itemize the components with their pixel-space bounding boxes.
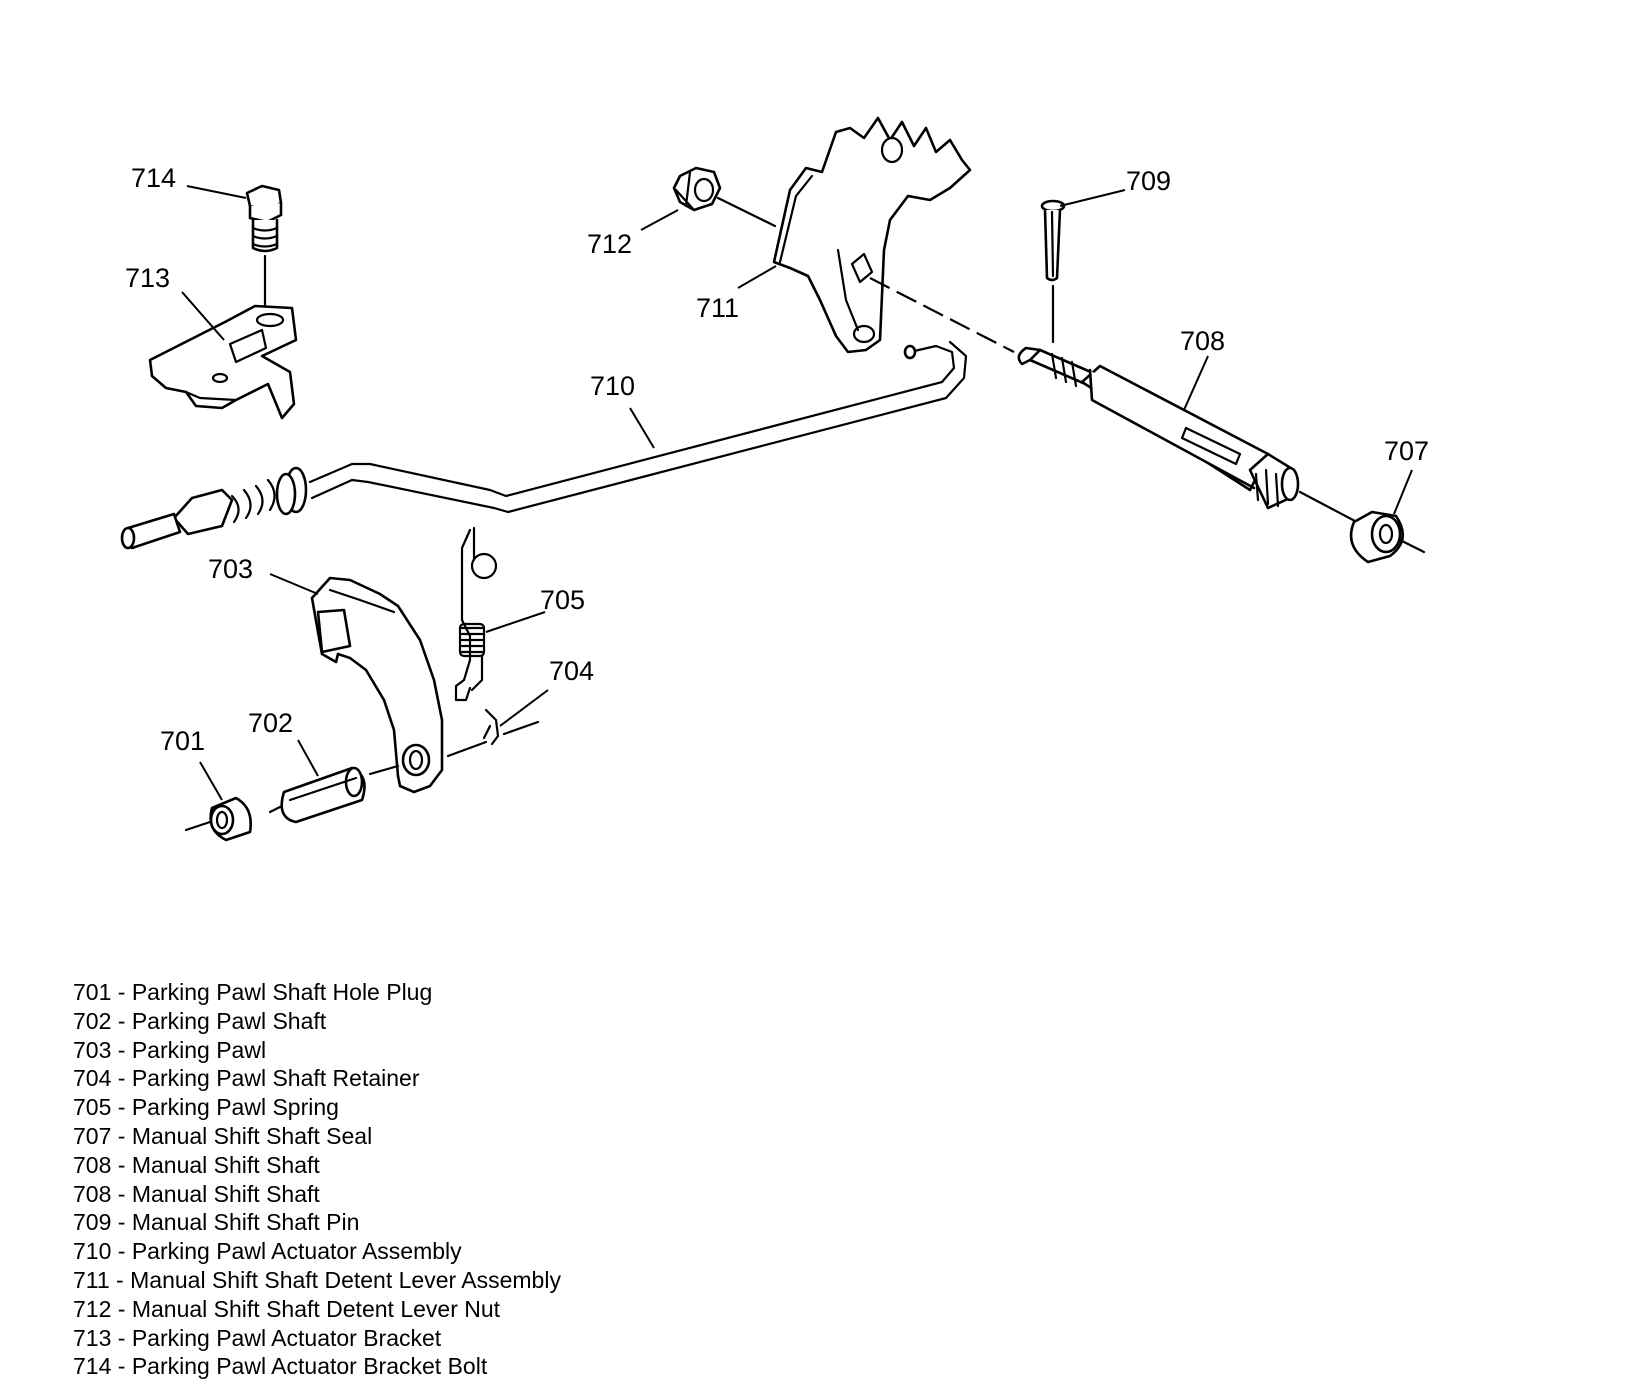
legend-item: 710 - Parking Pawl Actuator Assembly: [73, 1237, 561, 1266]
legend-number: 704: [73, 1065, 112, 1092]
legend-number: 708: [73, 1180, 112, 1207]
legend-item: 708 - Manual Shift Shaft: [73, 1180, 561, 1209]
callout-701: 701: [160, 726, 205, 756]
part-711-detent-lever: [772, 116, 972, 354]
assembly-axis-line: [869, 277, 1015, 353]
legend-item: 707 - Manual Shift Shaft Seal: [73, 1122, 561, 1151]
legend-number: 714: [73, 1353, 112, 1380]
legend-part-name: Parking Pawl Shaft Hole Plug: [131, 979, 433, 1005]
legend-separator: -: [111, 1180, 132, 1207]
callout-711: 711: [696, 293, 739, 323]
callout-703: 703: [208, 554, 253, 584]
part-714-bracket-bolt: [245, 184, 283, 314]
legend-separator: -: [111, 1295, 132, 1322]
legend-separator: -: [111, 1122, 132, 1149]
legend-number: 708: [73, 1151, 112, 1178]
legend-item: 703 - Parking Pawl: [73, 1036, 561, 1065]
callout-labels: 714 713 712 711 709 708 707 710 705 703 …: [125, 163, 1429, 756]
callout-714: 714: [131, 163, 176, 193]
legend-number: 703: [73, 1036, 112, 1063]
legend-number: 713: [73, 1324, 112, 1351]
legend-separator: -: [111, 1238, 132, 1265]
part-703-parking-pawl: [310, 576, 444, 794]
legend-part-name: Parking Pawl Actuator Bracket Bolt: [131, 1353, 488, 1380]
legend-separator: -: [111, 1065, 132, 1092]
legend-item: 705 - Parking Pawl Spring: [73, 1093, 561, 1122]
legend-separator: -: [111, 1094, 132, 1121]
legend-separator: -: [109, 1266, 131, 1293]
legend-number: 710: [73, 1238, 112, 1265]
part-709-shift-shaft-pin: [1040, 199, 1066, 344]
legend-item: 711 - Manual Shift Shaft Detent Lever As…: [73, 1266, 561, 1295]
legend-separator: -: [111, 1007, 132, 1034]
legend-number: 709: [73, 1209, 112, 1236]
legend-number: 711: [73, 1266, 110, 1293]
legend-part-name: Parking Pawl Actuator Assembly: [131, 1238, 462, 1265]
legend-part-name: Parking Pawl Shaft Retainer: [131, 1065, 420, 1092]
legend-number: 701: [73, 979, 112, 1005]
legend-item: 709 - Manual Shift Shaft Pin: [73, 1208, 561, 1237]
legend-separator: -: [111, 979, 132, 1005]
callout-leader-lines: [181, 185, 1413, 801]
legend-part-name: Manual Shift Shaft Detent Lever Assembly: [130, 1266, 561, 1293]
legend-item: 713 - Parking Pawl Actuator Bracket: [73, 1324, 561, 1353]
callout-712: 712: [587, 229, 632, 259]
legend-part-name: Manual Shift Shaft: [131, 1151, 320, 1178]
callout-702: 702: [248, 708, 293, 738]
legend-part-name: Manual Shift Shaft Pin: [131, 1209, 360, 1236]
callout-708: 708: [1180, 326, 1225, 356]
callout-705: 705: [540, 585, 585, 615]
legend-number: 712: [73, 1295, 112, 1322]
callout-710: 710: [590, 371, 635, 401]
part-707-shift-shaft-seal: [1349, 510, 1426, 564]
legend-number: 707: [73, 1122, 112, 1149]
legend-item: 708 - Manual Shift Shaft: [73, 1151, 561, 1180]
part-713-actuator-bracket: [148, 304, 298, 420]
legend-separator: -: [111, 1036, 132, 1063]
callout-704: 704: [549, 656, 594, 686]
parts-legend: 701 - Parking Pawl Shaft Hole Plug 702 -…: [73, 978, 561, 1381]
legend-item: 704 - Parking Pawl Shaft Retainer: [73, 1064, 561, 1093]
callout-709: 709: [1126, 166, 1171, 196]
legend-separator: -: [111, 1353, 132, 1380]
legend-separator: -: [111, 1324, 132, 1351]
legend-separator: -: [111, 1151, 132, 1178]
part-702-parking-pawl-shaft: [268, 764, 400, 824]
legend-number: 705: [73, 1094, 112, 1121]
legend-part-name: Manual Shift Shaft: [131, 1180, 320, 1207]
legend-number: 702: [73, 1007, 112, 1034]
legend-item: 701 - Parking Pawl Shaft Hole Plug: [73, 978, 561, 1007]
legend-part-name: Parking Pawl: [131, 1036, 267, 1063]
callout-707: 707: [1384, 436, 1429, 466]
legend-item: 702 - Parking Pawl Shaft: [73, 1007, 561, 1036]
part-712-detent-lever-nut: [672, 166, 777, 228]
part-710-actuator-assembly: [120, 340, 968, 550]
legend-item: 714 - Parking Pawl Actuator Bracket Bolt: [73, 1352, 561, 1381]
legend-separator: -: [111, 1209, 132, 1236]
legend-part-name: Parking Pawl Spring: [131, 1094, 339, 1121]
part-704-shaft-retainer: [446, 708, 540, 758]
part-705-parking-pawl-spring: [454, 526, 498, 702]
legend-part-name: Parking Pawl Shaft: [131, 1007, 327, 1034]
legend-part-name: Parking Pawl Actuator Bracket: [131, 1324, 442, 1351]
legend-part-name: Manual Shift Shaft Detent Lever Nut: [131, 1295, 501, 1322]
part-701-shaft-hole-plug: [184, 796, 252, 842]
callout-713: 713: [125, 263, 170, 293]
part-708-manual-shift-shaft: [1017, 346, 1374, 532]
legend-item: 712 - Manual Shift Shaft Detent Lever Nu…: [73, 1295, 561, 1324]
legend-part-name: Manual Shift Shaft Seal: [131, 1122, 373, 1149]
